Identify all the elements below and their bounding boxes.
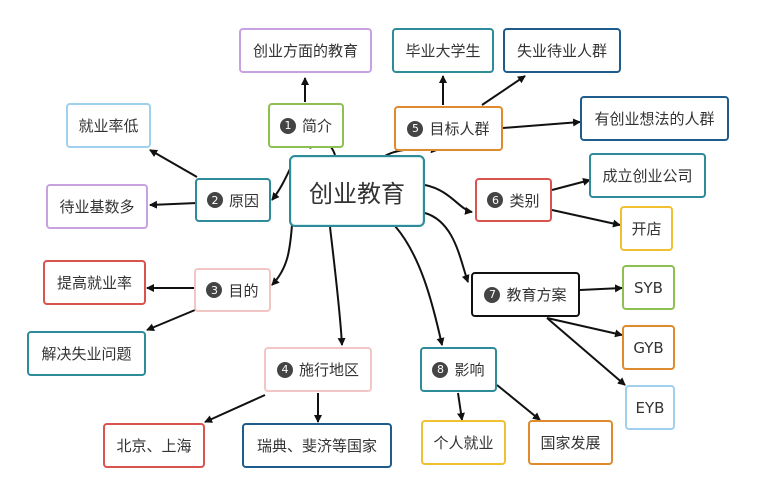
- leaf-node[interactable]: 提高就业率: [43, 260, 146, 305]
- leaf-node[interactable]: SYB: [622, 265, 675, 310]
- branch-label: 简介: [301, 117, 332, 135]
- leaf-node[interactable]: 失业待业人群: [503, 28, 621, 73]
- leaf-node[interactable]: 毕业大学生: [392, 28, 494, 73]
- branch-plan[interactable]: 7 教育方案: [471, 272, 580, 317]
- leaf-node[interactable]: 北京、上海: [103, 423, 205, 468]
- leaf-label: 个人就业: [433, 434, 494, 452]
- branch-label: 原因: [228, 191, 259, 210]
- branch-intro[interactable]: 1 简介: [268, 103, 344, 148]
- branch-label: 施行地区: [298, 361, 359, 379]
- branch-impact[interactable]: 8 影响: [420, 347, 497, 392]
- leaf-label: 成立创业公司: [602, 167, 693, 185]
- branch-number-badge: 2: [206, 192, 223, 208]
- leaf-node[interactable]: 个人就业: [421, 420, 506, 465]
- branch-number-badge: 1: [279, 117, 296, 134]
- leaf-node[interactable]: GYB: [622, 325, 675, 370]
- branch-number-badge: 4: [276, 361, 293, 378]
- branch-number-badge: 7: [484, 286, 501, 303]
- leaf-label: 国家发展: [540, 434, 601, 452]
- leaf-label: 有创业想法的人群: [594, 110, 715, 128]
- root-node[interactable]: 创业教育: [289, 155, 425, 227]
- leaf-label: 就业率低: [78, 117, 139, 135]
- branch-label: 目的: [228, 281, 259, 300]
- branch-target[interactable]: 5 目标人群: [394, 106, 503, 151]
- leaf-node[interactable]: 就业率低: [66, 103, 151, 148]
- leaf-label: 失业待业人群: [516, 42, 607, 60]
- leaf-node[interactable]: 解决失业问题: [27, 331, 146, 376]
- branch-category[interactable]: 6 类别: [475, 178, 552, 222]
- leaf-node[interactable]: 开店: [620, 206, 673, 251]
- leaf-label: GYB: [633, 338, 664, 357]
- root-label: 创业教育: [309, 179, 405, 208]
- branch-label: 目标人群: [429, 120, 490, 138]
- leaf-label: EYB: [635, 398, 665, 417]
- leaf-label: 创业方面的教育: [252, 42, 358, 60]
- leaf-node[interactable]: 国家发展: [528, 420, 613, 465]
- branch-label: 类别: [509, 191, 540, 210]
- branch-region[interactable]: 4 施行地区: [264, 347, 372, 392]
- leaf-node[interactable]: 瑞典、斐济等国家: [242, 423, 392, 468]
- branch-number-badge: 8: [432, 361, 449, 378]
- leaf-label: 毕业大学生: [405, 42, 481, 60]
- leaf-label: 开店: [631, 220, 662, 238]
- branch-label: 影响: [454, 361, 485, 379]
- branch-label: 教育方案: [506, 286, 567, 304]
- leaf-node[interactable]: 待业基数多: [46, 184, 148, 229]
- leaf-label: 瑞典、斐济等国家: [256, 437, 377, 455]
- leaf-node[interactable]: 有创业想法的人群: [580, 96, 729, 141]
- branch-reason[interactable]: 2 原因: [195, 178, 271, 222]
- leaf-label: 提高就业率: [56, 274, 132, 292]
- leaf-label: SYB: [634, 278, 663, 297]
- leaf-label: 北京、上海: [116, 437, 192, 455]
- branch-number-badge: 3: [206, 282, 223, 298]
- leaf-node[interactable]: 成立创业公司: [589, 153, 706, 198]
- leaf-node[interactable]: 创业方面的教育: [239, 28, 372, 73]
- branch-number-badge: 6: [487, 192, 504, 208]
- branch-number-badge: 5: [407, 120, 424, 137]
- leaf-node[interactable]: EYB: [625, 385, 675, 430]
- leaf-label: 待业基数多: [59, 198, 135, 216]
- leaf-label: 解决失业问题: [41, 345, 132, 363]
- branch-purpose[interactable]: 3 目的: [194, 268, 271, 312]
